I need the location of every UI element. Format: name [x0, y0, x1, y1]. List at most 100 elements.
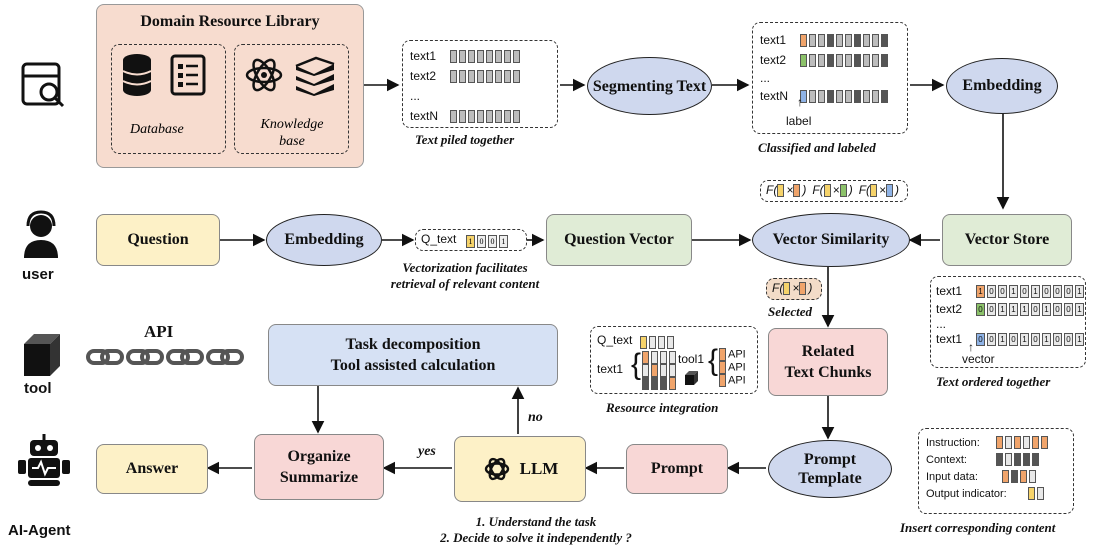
segmenting-text-node: Segmenting Text [587, 57, 712, 115]
token-row: text1 [760, 30, 890, 50]
bit-square: 0 [1064, 284, 1073, 298]
bit-square: 1 [1009, 284, 1018, 298]
token-square [827, 89, 834, 103]
token-square [468, 69, 475, 83]
bit-square: 0 [1064, 302, 1073, 316]
vectorization-caption-line2: retrieval of relevant content [390, 276, 540, 291]
no-label: no [528, 410, 543, 425]
token-row-label: ... [936, 317, 947, 331]
token-square [836, 53, 843, 67]
token-square [642, 350, 649, 364]
token-square [818, 53, 825, 67]
selected-formula-box [766, 278, 822, 300]
library-search-icon [21, 62, 65, 108]
library-title: Domain Resource Library [140, 13, 320, 30]
robot-agent-icon [18, 434, 70, 486]
token-square [881, 33, 888, 47]
task-decomposition-node: Task decomposition Tool assisted calcula… [268, 324, 558, 386]
prompt-template-node: Prompt Template [768, 440, 892, 498]
text-piled-rows: text1 text2... textN [410, 46, 522, 126]
token-square [854, 33, 861, 47]
token-row: ... [936, 317, 1086, 331]
bit-square: 0 [1064, 332, 1073, 346]
embedding-mid-node: Embedding [266, 214, 382, 266]
token-square [870, 184, 878, 198]
token-square [450, 69, 457, 83]
token-square [504, 109, 511, 123]
resource-api-label: API [728, 374, 746, 387]
token-row: text1 [410, 46, 522, 66]
token-square [486, 49, 493, 63]
llm-label: LLM [519, 459, 559, 478]
document-list-icon [170, 54, 206, 96]
resource-api-label: API [728, 361, 746, 374]
token-square [477, 69, 484, 83]
bit-square: 0 [1053, 284, 1062, 298]
token-square [459, 49, 466, 63]
token-row-label: textN [760, 89, 789, 103]
bit-square: 1 [1009, 302, 1018, 316]
organize-summarize-node: Organize Summarize [254, 434, 384, 500]
token-square [800, 89, 807, 103]
label-tag: label [786, 114, 812, 128]
insert-row-label: Instruction: [926, 436, 980, 449]
token-square [1032, 436, 1039, 449]
token-square [996, 436, 1003, 449]
bit-square: 1 [976, 284, 985, 298]
organize-line1: Organize [287, 448, 351, 465]
token-square [854, 89, 861, 103]
resource-qtext-squares [640, 333, 676, 351]
token-square [669, 376, 676, 390]
token-square [881, 53, 888, 67]
token-square [886, 184, 894, 198]
token-row-label: textN [410, 109, 439, 123]
token-square [1005, 436, 1012, 449]
token-row-label: text1 [410, 49, 437, 63]
ordered-caption: Text ordered together [936, 374, 1051, 389]
books-icon [295, 56, 335, 96]
token-square [793, 184, 801, 198]
token-square [1023, 436, 1030, 449]
embedding-top-node: Embedding [946, 58, 1058, 114]
task-line1: Task decomposition [345, 336, 481, 353]
bit-square: 0 [1053, 302, 1062, 316]
token-square [667, 335, 674, 349]
resource-api-item: API [719, 374, 746, 387]
resource-api-item: API [719, 348, 746, 361]
token-square [1041, 436, 1048, 449]
token-row-label: text1 [936, 284, 963, 298]
token-row-label: text1 [760, 33, 787, 47]
bit-square: 1 [1042, 302, 1051, 316]
token-square [809, 89, 816, 103]
token-square [658, 335, 665, 349]
atom-icon [245, 58, 283, 92]
token-square [845, 33, 852, 47]
token-square [477, 49, 484, 63]
token-square [845, 53, 852, 67]
token-square [495, 49, 502, 63]
token-square [881, 89, 888, 103]
token-row: text2 [760, 50, 890, 70]
token-square [809, 33, 816, 47]
token-square [1037, 487, 1044, 500]
token-square [777, 184, 785, 198]
vector-tag: vector [962, 352, 995, 366]
token-square [660, 363, 667, 377]
token-row-label: ... [410, 89, 421, 103]
token-square [1023, 453, 1030, 466]
token-square [1014, 453, 1021, 466]
token-square [642, 376, 649, 390]
related-chunks-node: Related Text Chunks [768, 328, 888, 396]
token-square [872, 53, 879, 67]
token-square [818, 89, 825, 103]
token-row-label: text2 [410, 69, 437, 83]
token-square [863, 53, 870, 67]
token-square [818, 33, 825, 47]
bit-square: 0 [488, 234, 497, 248]
